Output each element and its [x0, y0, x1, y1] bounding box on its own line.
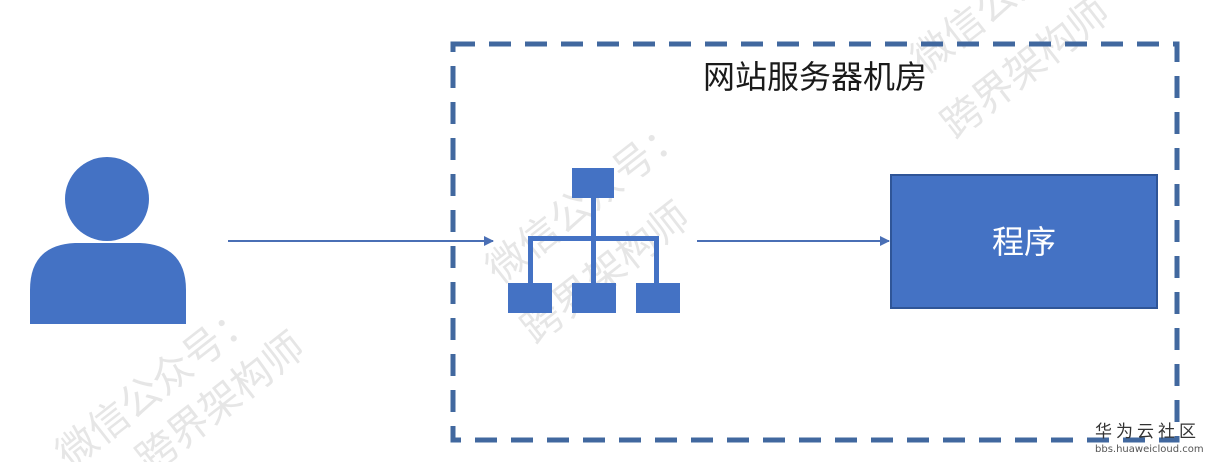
- footer-url: bbs.huaweicloud.com: [1095, 444, 1204, 455]
- server-room-container: [450, 41, 1180, 443]
- network-hierarchy-icon: [508, 168, 680, 313]
- container-title: 网站服务器机房: [703, 58, 927, 96]
- footer-brand: 华为云社区: [1095, 422, 1200, 442]
- person-icon: [30, 157, 186, 324]
- program-box: [890, 174, 1158, 309]
- program-label: 程序: [992, 223, 1056, 261]
